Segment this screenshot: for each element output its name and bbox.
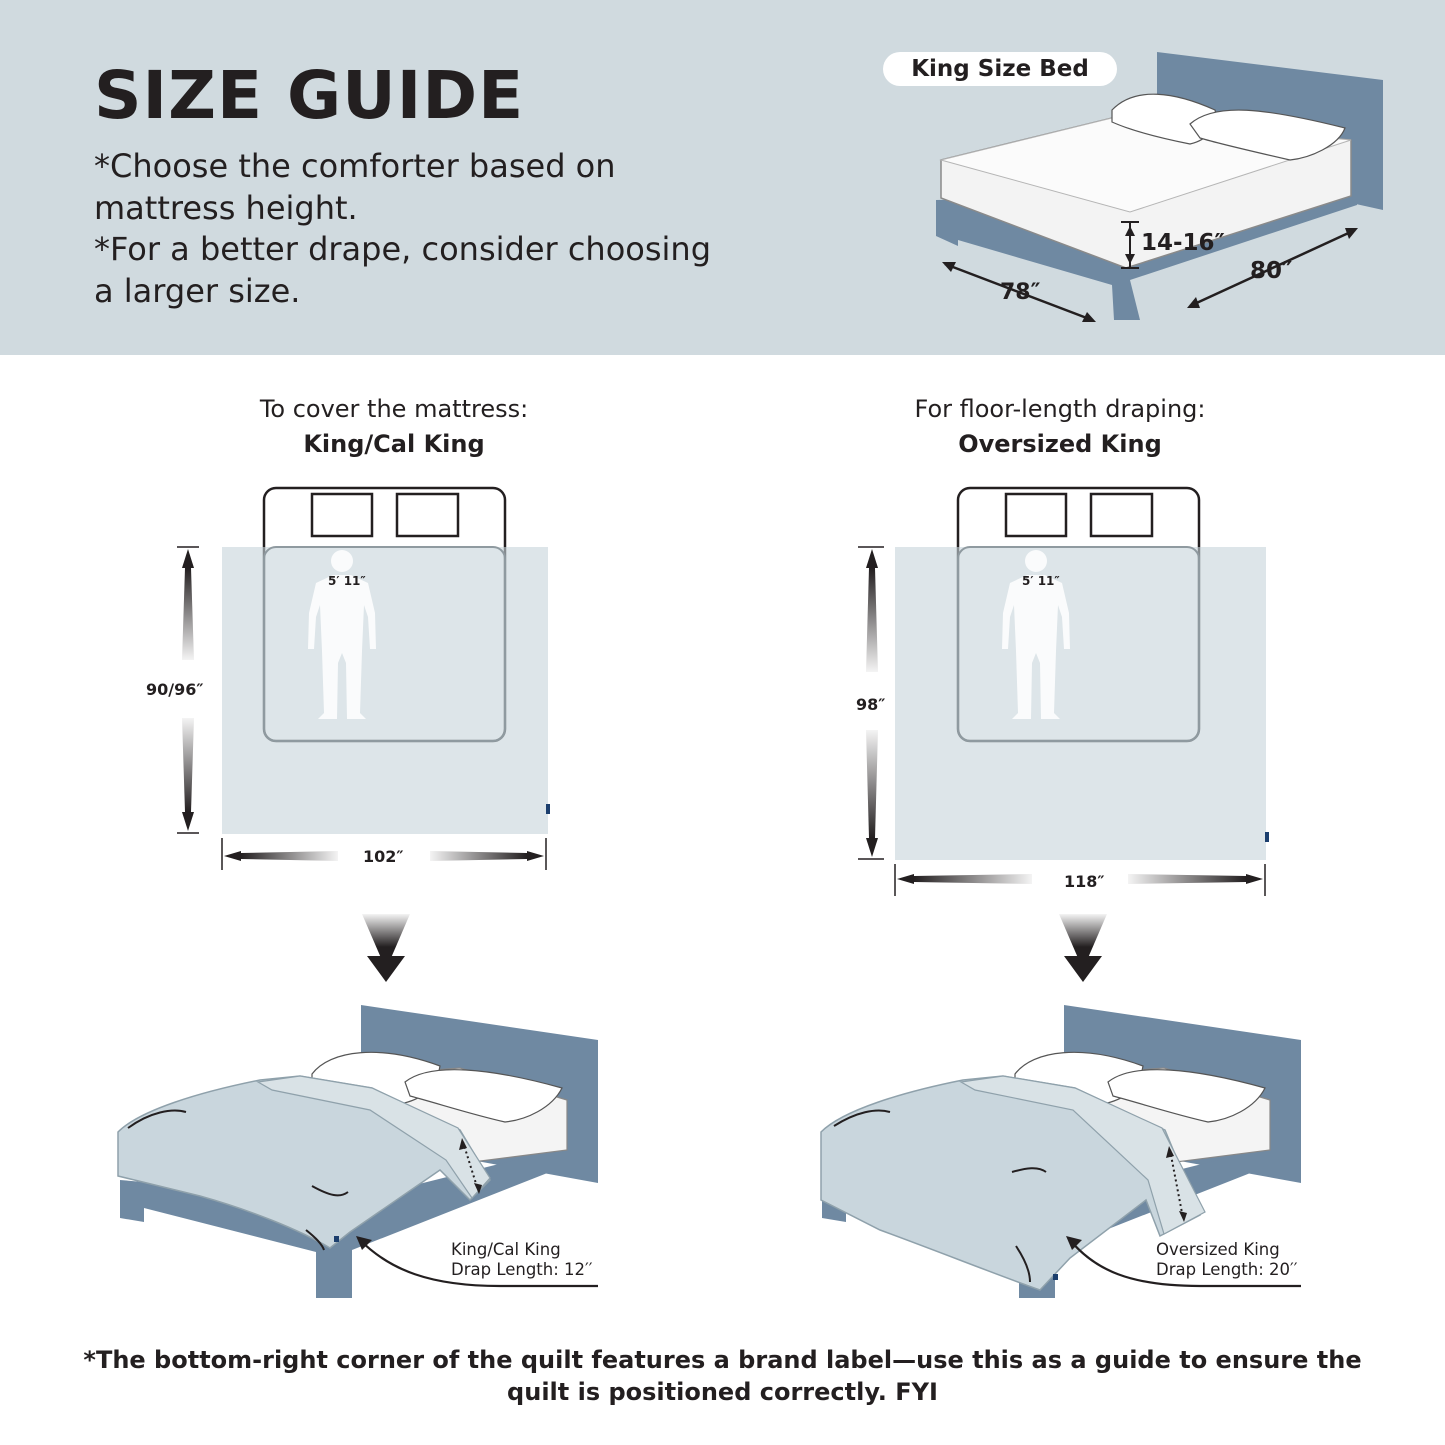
right-drap-name: Oversized King	[1156, 1240, 1280, 1259]
left-length-label: 90/96″	[146, 680, 204, 699]
right-width-label: 118″	[1064, 872, 1105, 891]
header-notes: *Choose the comforter based on mattress …	[94, 146, 794, 312]
bed-length-label: 80″	[1250, 258, 1293, 284]
right-drap-length: Drap Length: 20′′	[1156, 1260, 1298, 1279]
left-column-heading: To cover the mattress: King/Cal King	[134, 392, 654, 462]
mattress-height-label: 14-16″	[1141, 230, 1225, 256]
left-bed-with-quilt	[117, 1005, 598, 1298]
right-size-name: Oversized King	[958, 430, 1162, 458]
left-drap-note: King/Cal King Drap Length: 12′′	[451, 1240, 593, 1280]
footer-line-1: *The bottom-right corner of the quilt fe…	[83, 1346, 1362, 1374]
note-line: *For a better drape, consider choosing	[94, 230, 712, 268]
left-size-name: King/Cal King	[303, 430, 485, 458]
bed-size-badge: King Size Bed	[883, 52, 1117, 86]
footer-line-2: quilt is positioned correctly. FYI	[507, 1378, 938, 1406]
left-width-label: 102″	[363, 847, 404, 866]
bed-width-label: 78″	[1000, 280, 1041, 305]
right-length-label: 98″	[856, 695, 886, 714]
right-quilt-diagram	[858, 486, 1269, 982]
right-heading-text: For floor-length draping:	[914, 395, 1206, 423]
left-drap-length: Drap Length: 12′′	[451, 1260, 593, 1279]
left-drap-name: King/Cal King	[451, 1240, 561, 1259]
right-drap-note: Oversized King Drap Length: 20′′	[1156, 1240, 1298, 1280]
right-column-heading: For floor-length draping: Oversized King	[800, 392, 1320, 462]
page-title: SIZE GUIDE	[94, 57, 525, 134]
note-line: a larger size.	[94, 271, 301, 310]
left-person-height: 5′ 11″	[328, 574, 366, 588]
left-heading-text: To cover the mattress:	[259, 395, 529, 423]
hero-bed-illustration	[936, 52, 1383, 322]
note-line: mattress height.	[94, 188, 358, 227]
right-person-height: 5′ 11″	[1022, 574, 1060, 588]
footer-note: *The bottom-right corner of the quilt fe…	[40, 1344, 1405, 1408]
right-bed-with-quilt	[820, 1005, 1301, 1298]
left-quilt-diagram	[177, 486, 550, 982]
note-line: *Choose the comforter based on	[94, 147, 616, 185]
